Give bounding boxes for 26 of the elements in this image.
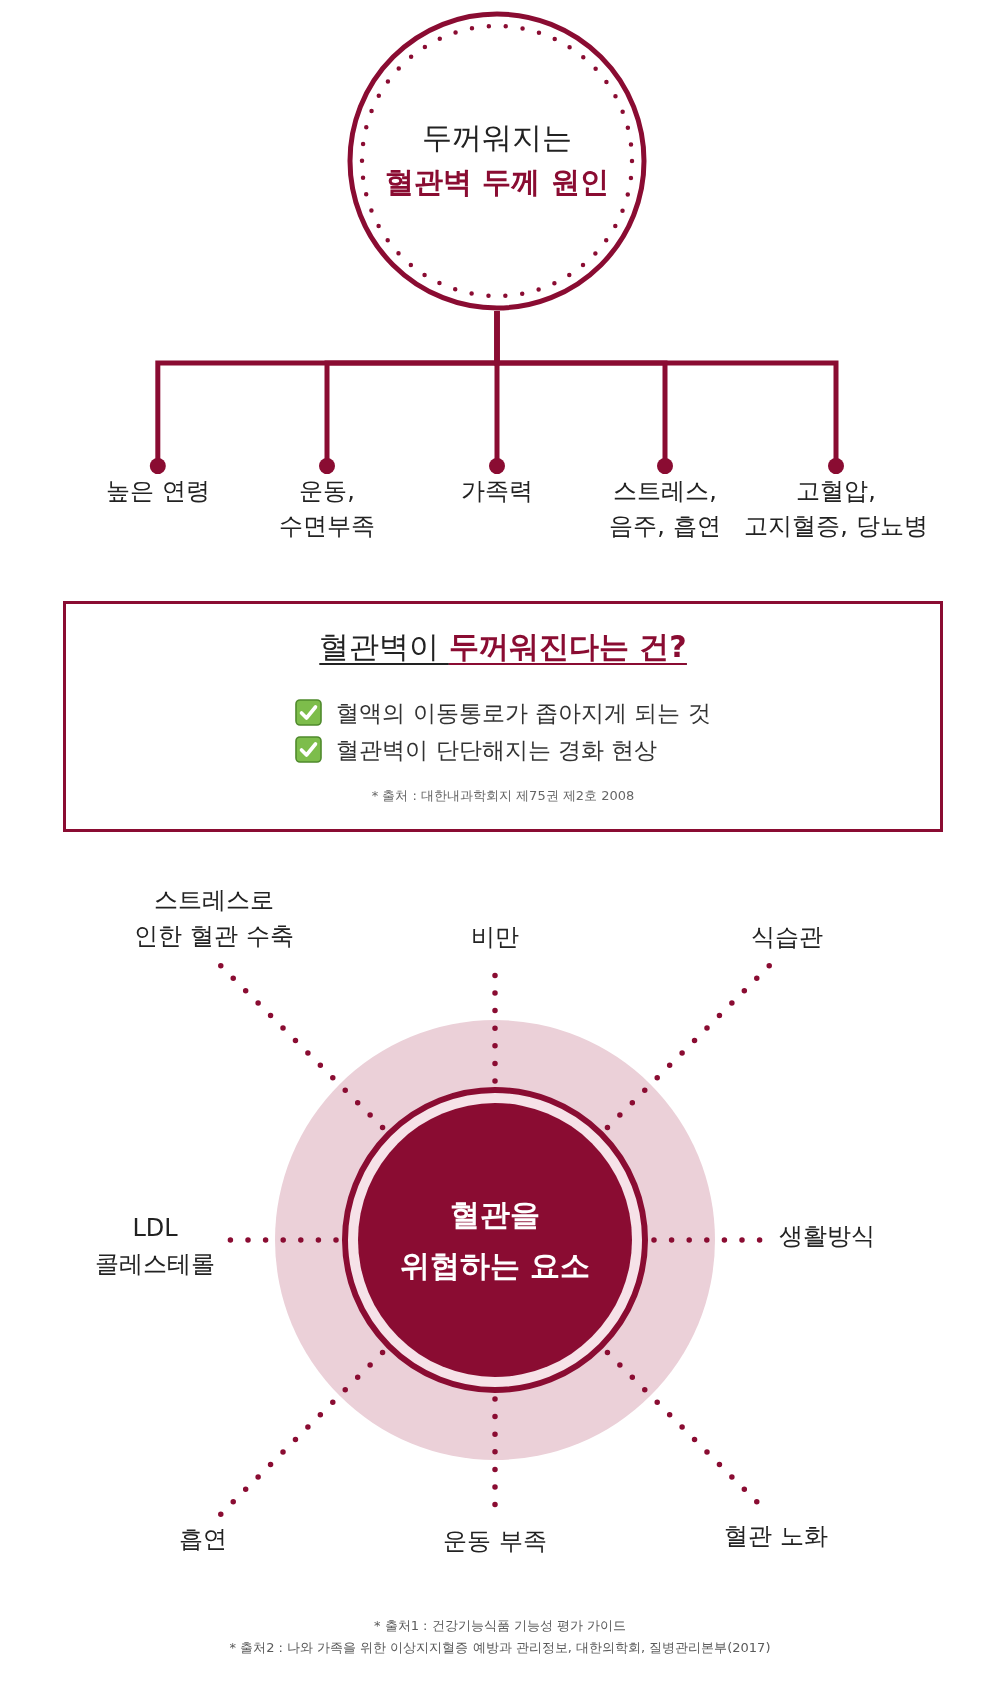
circle-subtitle: 두꺼워지는 bbox=[421, 119, 573, 157]
factor-label: 높은 연령 bbox=[106, 474, 210, 509]
hub-circle bbox=[275, 1020, 715, 1460]
title-circle bbox=[347, 11, 647, 311]
factor-label: 생활방식 bbox=[779, 1218, 875, 1254]
source-note: * 출처2 : 나와 가족을 위한 이상지지혈증 예방과 관리정보, 대한의학회, 질병관리본부(2017) bbox=[229, 1639, 771, 1657]
factor-label: 스트레스, 음주, 흡연 bbox=[597, 474, 733, 544]
info-panel bbox=[63, 601, 943, 832]
factor-label: 가족력 bbox=[461, 474, 533, 509]
factor-label: 혈관 노화 bbox=[724, 1518, 828, 1554]
panel-heading: 혈관벽이 두꺼워진다는 건? bbox=[319, 628, 687, 666]
factor-label: 식습관 bbox=[751, 919, 823, 955]
factor-label: 스트레스로 인한 혈관 수축 bbox=[131, 882, 297, 954]
list-item: 혈액의 이동통로가 좁아지게 되는 것 bbox=[336, 698, 711, 728]
source-note: * 출처 : 대한내과학회지 제75권 제2호 2008 bbox=[371, 787, 635, 805]
circle-title: 혈관벽 두께 원인 bbox=[384, 164, 610, 201]
factor-label: 운동, 수면부족 bbox=[267, 474, 387, 544]
list-item: 혈관벽이 단단해지는 경화 현상 bbox=[336, 735, 658, 765]
hub-label: 혈관을 위협하는 요소 bbox=[398, 1196, 592, 1285]
connector-line bbox=[494, 311, 844, 474]
factor-label: 고혈압, 고지혈증, 당뇨병 bbox=[742, 474, 930, 544]
source-note: * 출처1 : 건강기능식품 기능성 평가 가이드 bbox=[374, 1617, 626, 1635]
factor-label: 비만 bbox=[471, 919, 519, 955]
factor-label: LDL 콜레스테롤 bbox=[90, 1210, 220, 1282]
factor-label: 흡연 bbox=[179, 1521, 227, 1557]
factor-label: 운동 부족 bbox=[443, 1523, 547, 1559]
